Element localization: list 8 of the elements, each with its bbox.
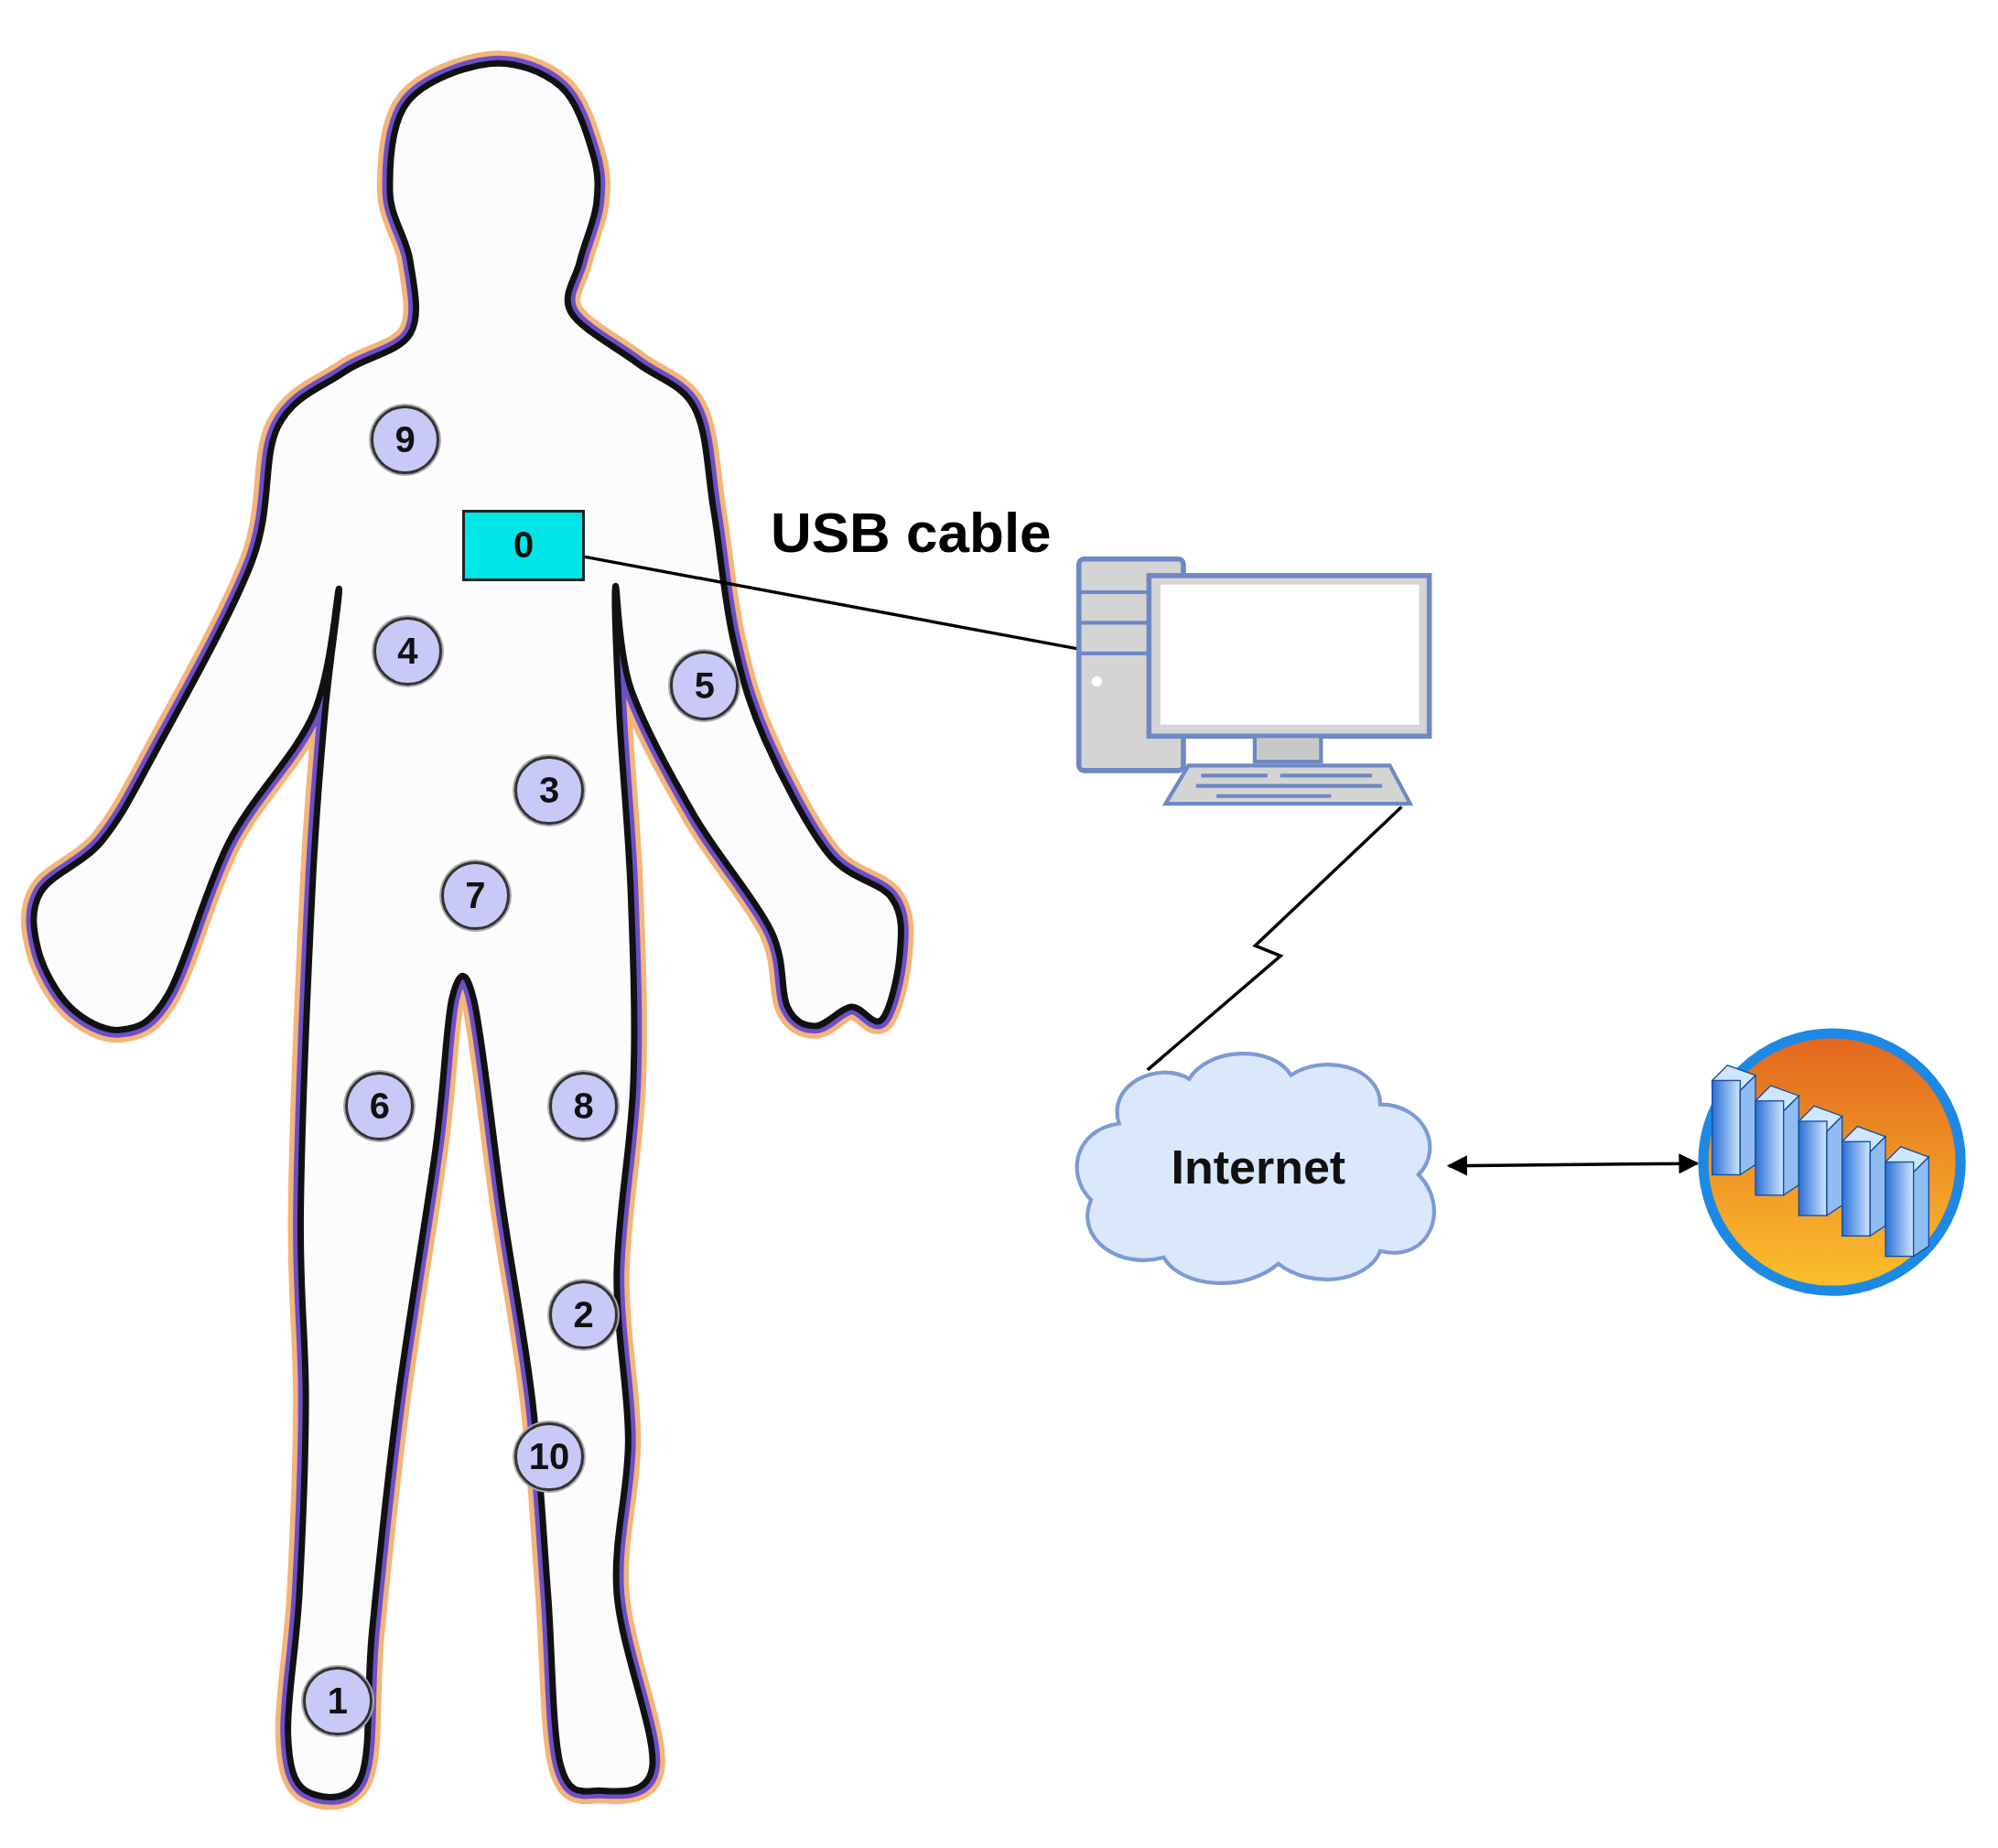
cloud-label: Internet [1171, 1140, 1346, 1195]
desktop-computer-drawing [1076, 557, 1434, 807]
device-box: 0 [462, 509, 585, 581]
server-drawing [1697, 1027, 1968, 1298]
cable-line [584, 555, 1077, 651]
wireless-link-line [1146, 805, 1403, 1072]
sensor-number-marker: 10 [514, 1421, 584, 1491]
double-headed-arrow [1446, 1153, 1700, 1176]
